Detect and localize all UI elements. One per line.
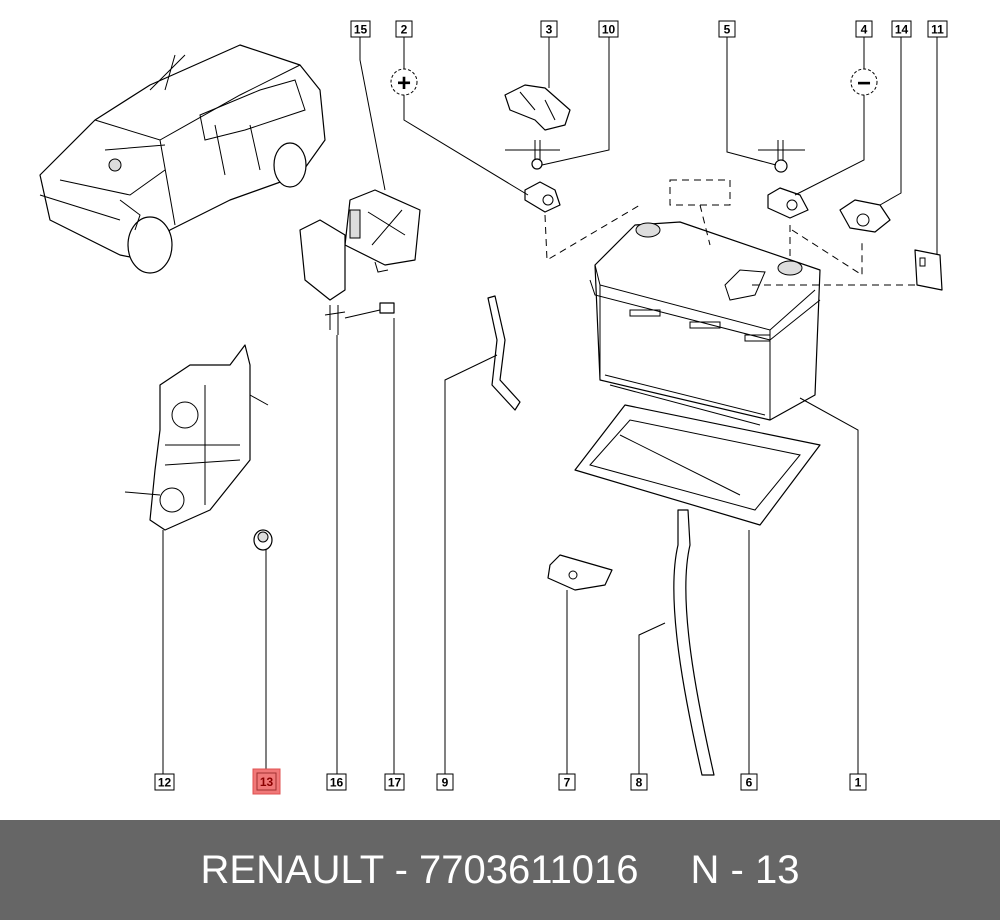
- part-11-label-sticker: [914, 249, 943, 291]
- callout-8[interactable]: 8: [630, 773, 648, 791]
- svg-text:+: +: [397, 70, 411, 97]
- svg-text:1: 1: [855, 776, 862, 790]
- callout-10[interactable]: 10: [598, 20, 619, 38]
- svg-text:11: 11: [931, 23, 944, 37]
- part-5-nut: [758, 140, 805, 173]
- callout-4[interactable]: 4: [855, 20, 873, 38]
- positive-terminal-symbol: +: [390, 68, 418, 97]
- callout-11[interactable]: 11: [927, 20, 948, 38]
- part-reference: RENAULT - 7703611016: [200, 847, 639, 892]
- item-reference: N - 13: [690, 847, 800, 892]
- part-17-bolt: [344, 302, 395, 319]
- svg-text:6: 6: [746, 776, 753, 790]
- callout-3[interactable]: 3: [540, 20, 558, 38]
- part-6-battery-tray: [574, 404, 821, 526]
- vehicle-illustration: [39, 44, 326, 274]
- svg-text:13: 13: [260, 775, 274, 789]
- svg-text:8: 8: [636, 776, 643, 790]
- part-7-hold-down-clamp: [547, 554, 613, 591]
- callout-17[interactable]: 17: [384, 773, 405, 791]
- svg-text:17: 17: [388, 776, 402, 790]
- part-14-fuse-connector: [839, 199, 891, 233]
- callout-14[interactable]: 14: [891, 20, 912, 38]
- callout-1[interactable]: 1: [849, 773, 867, 791]
- part-15-module: [344, 189, 421, 273]
- negative-terminal-symbol: −: [850, 68, 878, 97]
- callout-12[interactable]: 12: [154, 773, 175, 791]
- exploded-parts-diagram: + −: [39, 20, 948, 795]
- callout-16[interactable]: 16: [326, 773, 347, 791]
- assembly-guide-lines: [544, 179, 915, 286]
- svg-text:4: 4: [861, 23, 868, 37]
- part-9-vent-pipe: [487, 295, 521, 411]
- callout-13-highlighted[interactable]: 13: [252, 768, 281, 795]
- part-12-mounting-plate: [124, 344, 269, 531]
- part-10-nut: [505, 140, 560, 170]
- callout-6[interactable]: 6: [740, 773, 758, 791]
- part-1-battery: [589, 221, 821, 426]
- callout-9[interactable]: 9: [436, 773, 454, 791]
- part-reference-banner: RENAULT - 7703611016 N - 13: [0, 820, 1000, 920]
- svg-text:14: 14: [895, 23, 909, 37]
- part-13-grommet: [253, 529, 273, 551]
- callout-2[interactable]: 2: [395, 20, 413, 38]
- part-4-negative-clamp: [767, 187, 809, 219]
- svg-text:12: 12: [158, 776, 172, 790]
- svg-text:5: 5: [724, 23, 731, 37]
- leader-lines: [162, 37, 938, 774]
- svg-text:2: 2: [401, 23, 408, 37]
- callout-15[interactable]: 15: [350, 20, 371, 38]
- callout-7[interactable]: 7: [558, 773, 576, 791]
- callout-5[interactable]: 5: [718, 20, 736, 38]
- svg-text:10: 10: [602, 23, 616, 37]
- svg-text:16: 16: [330, 776, 344, 790]
- svg-text:7: 7: [564, 776, 571, 790]
- part-16-bracket: [299, 219, 346, 335]
- svg-text:3: 3: [546, 23, 553, 37]
- part-3-terminal-cover: [504, 84, 571, 131]
- part-2-positive-clamp: [524, 181, 561, 213]
- svg-text:9: 9: [442, 776, 449, 790]
- part-8-vent-hose: [673, 509, 715, 776]
- svg-text:−: −: [857, 70, 871, 97]
- svg-text:15: 15: [354, 23, 368, 37]
